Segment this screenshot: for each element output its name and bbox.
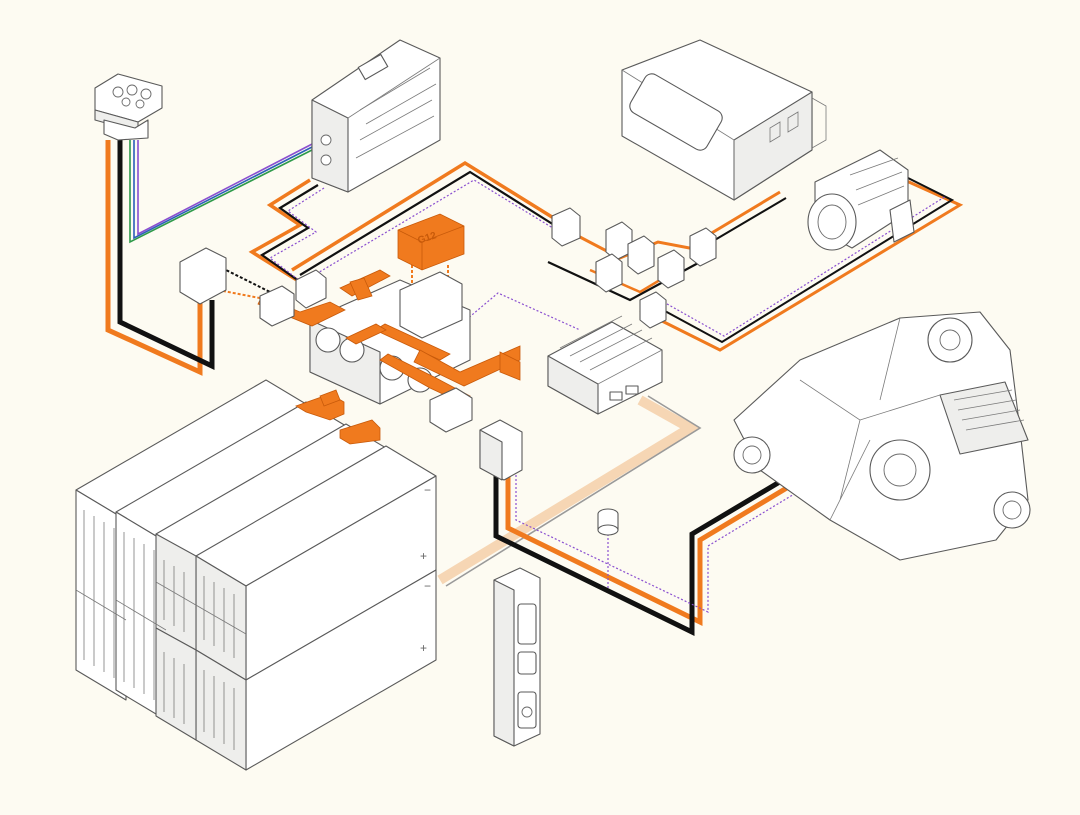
charge-port-signal-purple (137, 140, 317, 236)
battery-polarity-bottom-plus: + (420, 641, 427, 655)
compressor-feed-signal (659, 195, 947, 337)
battery-polarity-bottom-minus: − (424, 579, 431, 593)
pdu-to-hvac-hv (291, 160, 561, 272)
ac-compressor[interactable] (807, 149, 915, 251)
drive-hv-cable (505, 459, 832, 627)
onboard-charger[interactable] (311, 39, 441, 193)
hvac-heater-box[interactable] (621, 39, 827, 201)
charge-port[interactable] (94, 73, 163, 141)
charge-port-signal-blue (133, 140, 315, 240)
pdu-to-hvac-ground (299, 170, 563, 276)
pressure-sensor[interactable] (597, 508, 619, 536)
compressor-feed-ground (651, 171, 955, 344)
battery-pack[interactable]: − + − + (75, 379, 437, 771)
pdu-busbar-assembly[interactable] (179, 247, 521, 433)
charge-port-hv-cable (105, 140, 203, 376)
fuse-box[interactable]: G12 (397, 213, 465, 271)
battery-polarity-top-minus: − (424, 483, 431, 497)
junction-drop-dashed (221, 267, 271, 293)
heater-feed-ground (707, 197, 787, 245)
drive-signal-cable (515, 469, 835, 613)
vehicle-control-module[interactable] (493, 567, 541, 747)
heater-feed-hv (699, 190, 781, 242)
charger-to-pdu-hv (248, 178, 311, 284)
charger-to-pdu-ground (259, 184, 319, 287)
inverter-plug[interactable] (479, 419, 523, 481)
dcdc-signal-line (459, 292, 581, 331)
drive-unit[interactable] (733, 311, 1031, 561)
drive-ground-cable (493, 449, 832, 637)
junction-drop-orange (217, 289, 271, 301)
battery-polarity-top-plus: + (420, 549, 427, 563)
charge-port-ground-cable (117, 140, 215, 370)
junction-block[interactable] (551, 207, 717, 329)
charger-to-pdu-signal (268, 187, 325, 291)
lv-bundle-pale (437, 395, 700, 585)
charge-port-signal-green (129, 140, 313, 244)
compressor-feed-hv (639, 176, 964, 352)
pdu-to-hvac-signal (305, 179, 567, 281)
lv-bundle-grey (445, 395, 702, 587)
dc-dc-converter[interactable] (547, 315, 663, 415)
